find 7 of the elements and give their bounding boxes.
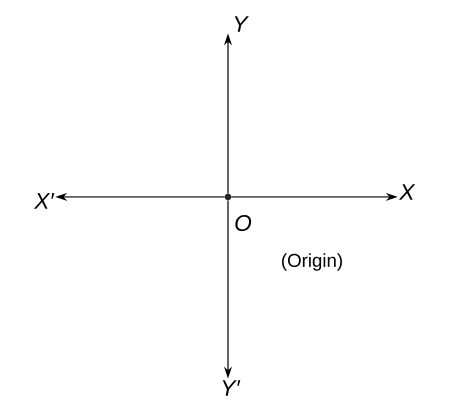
- point-label: O: [235, 215, 252, 232]
- axis-label: Y′: [222, 380, 240, 396]
- point-caption: (Origin): [282, 253, 342, 271]
- axis-label: X′: [34, 193, 54, 209]
- axis-label: X: [398, 184, 416, 200]
- axis-label: Y: [234, 16, 249, 32]
- origin-point: [224, 194, 232, 200]
